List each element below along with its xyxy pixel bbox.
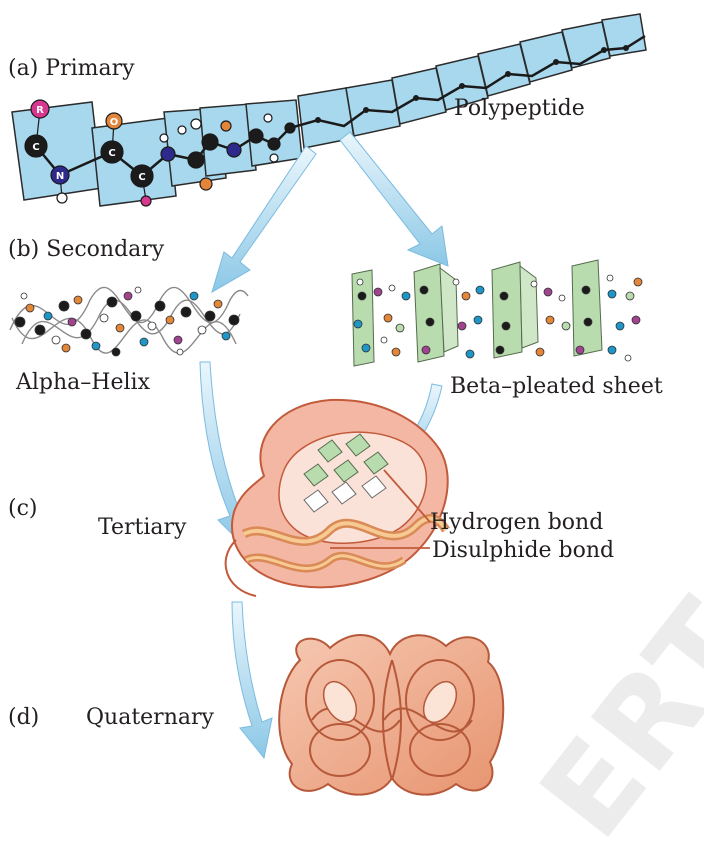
atom-label-c: C [32, 142, 39, 153]
arrow-to-sheet [340, 132, 448, 266]
hydrogen-atom [57, 193, 67, 203]
peptide-plane [346, 80, 400, 136]
atom-label-r: R [36, 105, 44, 116]
label-beta-sheet: Beta–pleated sheet [450, 374, 663, 399]
label-secondary: (b) Secondary [8, 237, 164, 262]
protein-structure-diagram: R C N O C C [0, 0, 704, 811]
atom-label-n: N [56, 171, 64, 182]
peptide-plane [92, 118, 176, 206]
label-tertiary-letter: (c) [8, 496, 38, 521]
alpha-helix-illustration [10, 287, 248, 356]
label-primary: (a) Primary [8, 56, 135, 81]
atom-label-c: C [138, 172, 145, 183]
label-quaternary: Quaternary [86, 705, 214, 730]
tertiary-structure-illustration [226, 400, 448, 596]
label-polypeptide: Polypeptide [454, 96, 585, 121]
arrow-tertiary-to-quaternary [232, 602, 272, 758]
quaternary-structure-illustration [279, 635, 503, 795]
label-quaternary-letter: (d) [8, 705, 39, 730]
label-disulphide-bond: Disulphide bond [432, 538, 614, 563]
atom-label-o: O [110, 117, 119, 128]
label-hydrogen-bond: Hydrogen bond [430, 510, 603, 535]
peptide-plane [12, 102, 102, 200]
label-tertiary: Tertiary [98, 515, 186, 540]
atom-label-c: C [108, 148, 115, 159]
label-alpha-helix: Alpha–Helix [16, 370, 150, 395]
beta-sheet-illustration [352, 260, 642, 366]
